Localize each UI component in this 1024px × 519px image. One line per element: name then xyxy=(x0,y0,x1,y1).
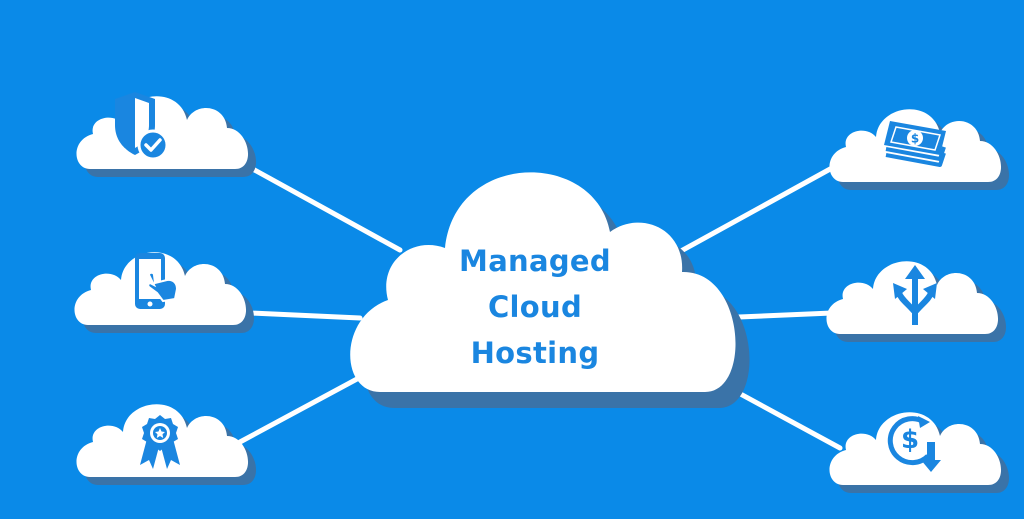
node-cost-cloud: $ xyxy=(829,109,1010,190)
phone-touch-icon xyxy=(135,253,179,309)
node-quality-cloud xyxy=(76,404,257,485)
node-scalability-cloud xyxy=(826,261,1007,342)
center-title-line-3: Hosting xyxy=(470,336,600,370)
connector-cost xyxy=(669,165,835,259)
center-title: Managed Cloud Hosting xyxy=(405,238,665,376)
node-security-cloud xyxy=(76,92,257,177)
connector-mobile xyxy=(247,310,363,321)
shield-check-icon xyxy=(115,92,169,161)
connector-lines xyxy=(237,159,843,451)
money-bills-icon: $ xyxy=(884,121,946,167)
node-mobile-cloud xyxy=(74,252,255,333)
dollar-down-icon: $ xyxy=(887,416,941,472)
award-ribbon-icon xyxy=(140,415,180,469)
center-title-line-1: Managed xyxy=(459,244,611,278)
connector-security xyxy=(237,159,403,253)
svg-text:$: $ xyxy=(911,132,919,146)
center-cloud xyxy=(350,172,750,408)
node-savings-cloud: $ xyxy=(829,412,1010,493)
center-title-line-2: Cloud xyxy=(487,290,583,324)
svg-text:$: $ xyxy=(901,425,919,455)
connector-quality xyxy=(237,369,373,445)
arrows-split-icon xyxy=(893,265,937,325)
